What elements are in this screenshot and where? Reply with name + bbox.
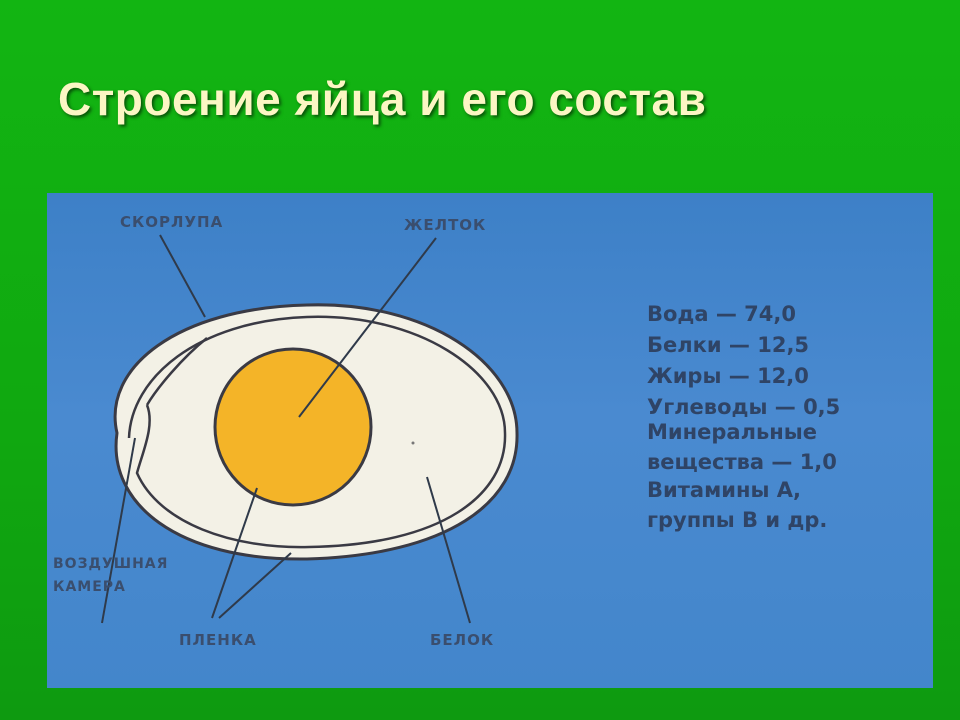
composition-line: Жиры — 12,0	[647, 364, 809, 388]
composition-line: Витамины А,	[647, 478, 801, 502]
composition-line: Углеводы — 0,5	[647, 395, 840, 419]
shell-label: СКОРЛУПА	[120, 213, 223, 231]
composition-line: Минеральные	[647, 420, 817, 444]
egg-diagram-svg: СКОРЛУПА ЖЕЛТОК ВОЗДУШНАЯ КАМЕРА ПЛЕНКА …	[53, 213, 840, 649]
yolk	[213, 347, 373, 507]
egg-membrane	[127, 315, 507, 549]
yolk-dot	[411, 441, 415, 445]
composition-line: вещества — 1,0	[647, 450, 837, 474]
white-pointer	[426, 476, 471, 624]
composition-line: Вода — 74,0	[647, 302, 796, 326]
egg-diagram: СКОРЛУПА ЖЕЛТОК ВОЗДУШНАЯ КАМЕРА ПЛЕНКА …	[47, 193, 933, 688]
membrane-pointer-1	[211, 487, 258, 619]
yolk-pointer	[298, 237, 437, 418]
white-label: БЕЛОК	[430, 631, 494, 649]
membrane-label: ПЛЕНКА	[179, 631, 257, 649]
air-chamber	[145, 337, 208, 406]
composition-line: Белки — 12,5	[647, 333, 809, 357]
air-chamber-label-1: ВОЗДУШНАЯ	[53, 556, 168, 572]
composition-line: группы В и др.	[647, 508, 827, 532]
shell-pointer	[159, 234, 206, 318]
yolk-label: ЖЕЛТОК	[404, 216, 486, 234]
air-chamber-label-2: КАМЕРА	[53, 579, 126, 595]
air-chamber-pointer	[101, 437, 136, 624]
slide-title: Строение яйца и его состав	[58, 73, 707, 125]
membrane-pointer-2	[218, 552, 292, 619]
